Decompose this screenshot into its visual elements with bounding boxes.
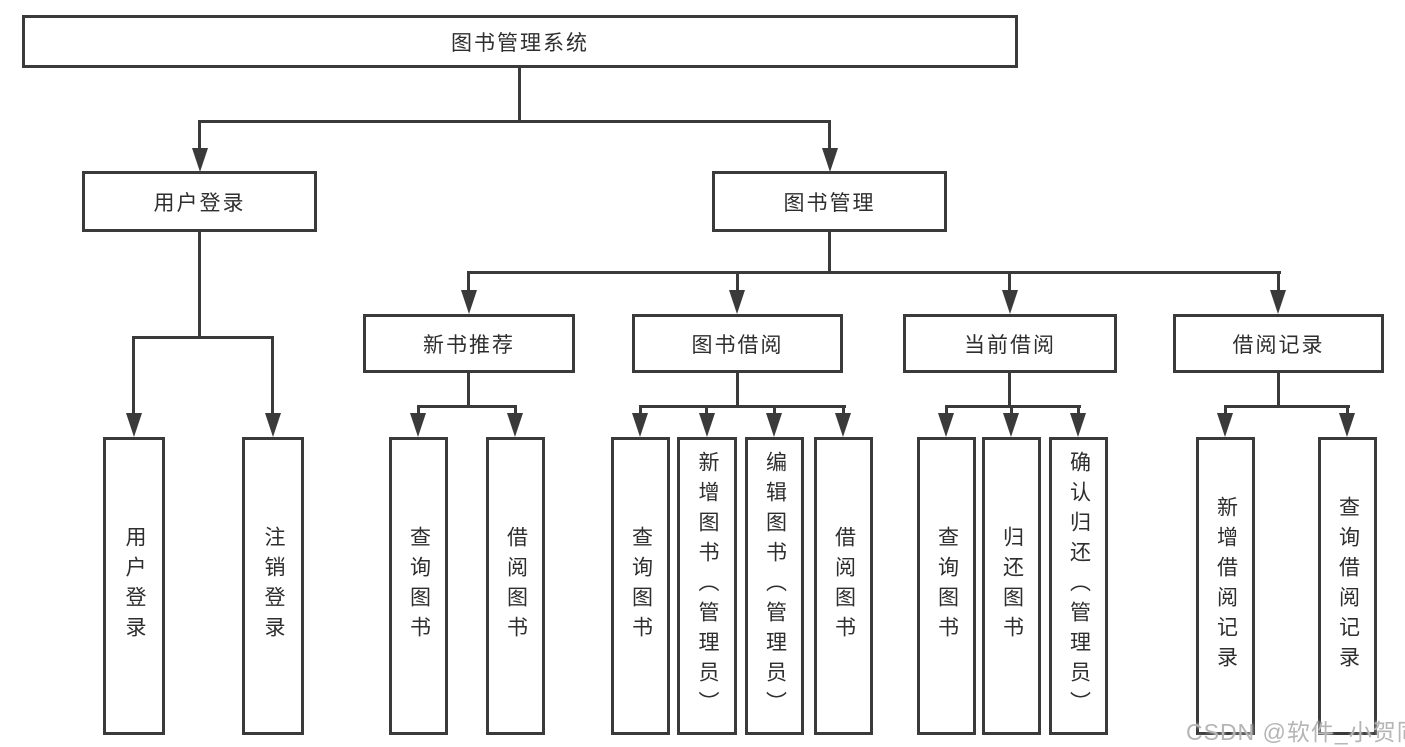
leaf-br-query-record-label: 查询借阅记录 xyxy=(1336,496,1360,676)
leaf-br-query-record: 查询借阅记录 xyxy=(1318,437,1377,735)
leaf-cb-return-book: 归还图书 xyxy=(982,437,1041,735)
connector-new-book-drop-2 xyxy=(514,405,517,415)
connector-book-borrow-drop-2 xyxy=(705,405,708,415)
node-book-mgmt: 图书管理 xyxy=(712,171,947,232)
arrowhead-nb-borrow-icon xyxy=(507,413,523,437)
leaf-bb-edit-book-admin-label: 编辑图书（管理员） xyxy=(763,451,787,721)
connector-user-login-rail xyxy=(132,336,274,339)
connector-borrow-record-drop-2 xyxy=(1346,405,1349,415)
arrowhead-new-book-icon xyxy=(461,290,477,314)
arrowhead-borrow-record-icon xyxy=(1270,290,1286,314)
node-borrow-record-label: 借阅记录 xyxy=(1232,333,1325,357)
connector-user-login-drop-1 xyxy=(132,336,135,415)
arrowhead-book-borrow-icon xyxy=(729,290,745,314)
leaf-bb-add-book-admin-label: 新增图书（管理员） xyxy=(696,451,719,721)
arrowhead-cb-confirm-icon xyxy=(1070,413,1086,437)
connector-new-book-rail xyxy=(417,405,517,408)
arrowhead-cb-query-icon xyxy=(938,413,954,437)
connector-current-borrow-stem xyxy=(1008,373,1011,407)
node-user-login: 用户登录 xyxy=(82,171,317,232)
leaf-bb-query-book: 查询图书 xyxy=(611,437,670,735)
leaf-br-add-record-label: 新增借阅记录 xyxy=(1214,496,1238,676)
connector-book-mgmt-drop-3 xyxy=(1008,271,1011,293)
leaf-cb-confirm-return-admin-label: 确认归还（管理员） xyxy=(1067,451,1091,721)
connector-book-borrow-drop-1 xyxy=(639,405,642,415)
arrowhead-user-login-icon xyxy=(192,148,208,172)
connector-root-drop-right xyxy=(828,120,831,152)
connector-current-borrow-drop-2 xyxy=(1010,405,1013,415)
leaf-cb-query-book-label: 查询图书 xyxy=(935,526,959,646)
connector-borrow-record-rail xyxy=(1224,405,1350,408)
arrowhead-br-query-icon xyxy=(1339,413,1355,437)
node-book-mgmt-label: 图书管理 xyxy=(783,191,876,215)
leaf-user-login-label: 用户登录 xyxy=(123,526,146,646)
arrowhead-leaf-user-login-icon xyxy=(126,413,142,437)
leaf-bb-query-book-label: 查询图书 xyxy=(629,526,653,646)
csdn-watermark: CSDN @软件_小贺同学 xyxy=(1186,719,1405,745)
node-book-borrow-label: 图书借阅 xyxy=(691,333,784,357)
connector-user-login-drop-2 xyxy=(271,336,274,415)
node-new-book-label: 新书推荐 xyxy=(423,333,515,357)
arrowhead-bb-borrow-icon xyxy=(835,413,851,437)
connector-book-borrow-drop-3 xyxy=(773,405,776,415)
connector-book-borrow-stem xyxy=(736,373,739,407)
connector-book-mgmt-drop-2 xyxy=(736,271,739,293)
leaf-logout-label: 注销登录 xyxy=(262,526,285,646)
arrowhead-bb-add-icon xyxy=(699,413,715,437)
connector-current-borrow-rail xyxy=(945,405,1081,408)
connector-new-book-drop-1 xyxy=(417,405,420,415)
connector-borrow-record-drop-1 xyxy=(1224,405,1227,415)
connector-book-borrow-drop-4 xyxy=(842,405,845,415)
node-library-system-label: 图书管理系统 xyxy=(451,31,589,55)
leaf-nb-query-book-label: 查询图书 xyxy=(407,526,431,646)
node-user-login-label: 用户登录 xyxy=(153,191,246,215)
arrowhead-leaf-logout-icon xyxy=(265,413,281,437)
connector-book-mgmt-drop-1 xyxy=(467,271,470,293)
connector-current-borrow-drop-3 xyxy=(1077,405,1080,415)
arrowhead-bb-query-icon xyxy=(632,413,648,437)
leaf-nb-borrow-book: 借阅图书 xyxy=(486,437,545,735)
connector-user-login-stem xyxy=(198,232,201,338)
leaf-br-add-record: 新增借阅记录 xyxy=(1196,437,1255,735)
leaf-bb-add-book-admin: 新增图书（管理员） xyxy=(677,437,737,735)
connector-book-mgmt-drop-4 xyxy=(1277,271,1280,293)
connector-borrow-record-stem xyxy=(1277,373,1280,407)
connector-new-book-stem xyxy=(467,373,470,407)
arrowhead-current-borrow-icon xyxy=(1002,290,1018,314)
leaf-bb-edit-book-admin: 编辑图书（管理员） xyxy=(745,437,804,735)
node-book-borrow: 图书借阅 xyxy=(632,314,843,373)
leaf-bb-borrow-book-label: 借阅图书 xyxy=(832,526,856,646)
connector-book-mgmt-rail xyxy=(467,271,1281,274)
connector-root-rail xyxy=(198,120,830,123)
node-new-book: 新书推荐 xyxy=(363,314,575,373)
leaf-cb-return-book-label: 归还图书 xyxy=(1000,526,1024,646)
arrowhead-br-add-icon xyxy=(1217,413,1233,437)
node-current-borrow: 当前借阅 xyxy=(903,314,1117,373)
node-current-borrow-label: 当前借阅 xyxy=(964,333,1056,357)
leaf-logout: 注销登录 xyxy=(242,437,304,735)
connector-root-drop-left xyxy=(198,120,201,152)
leaf-cb-query-book: 查询图书 xyxy=(917,437,976,735)
arrowhead-nb-query-icon xyxy=(410,413,426,437)
node-library-system: 图书管理系统 xyxy=(22,15,1018,68)
arrowhead-bb-edit-icon xyxy=(766,413,782,437)
arrowhead-cb-return-icon xyxy=(1003,413,1019,437)
leaf-cb-confirm-return-admin: 确认归还（管理员） xyxy=(1049,437,1108,735)
leaf-nb-query-book: 查询图书 xyxy=(389,437,448,735)
leaf-nb-borrow-book-label: 借阅图书 xyxy=(504,526,528,646)
leaf-user-login: 用户登录 xyxy=(103,437,165,735)
arrowhead-book-mgmt-icon xyxy=(822,148,838,172)
connector-book-mgmt-stem xyxy=(828,232,831,273)
connector-root-stem xyxy=(518,68,521,121)
leaf-bb-borrow-book: 借阅图书 xyxy=(814,437,873,735)
connector-book-borrow-rail xyxy=(639,405,846,408)
node-borrow-record: 借阅记录 xyxy=(1173,314,1384,373)
connector-current-borrow-drop-1 xyxy=(945,405,948,415)
